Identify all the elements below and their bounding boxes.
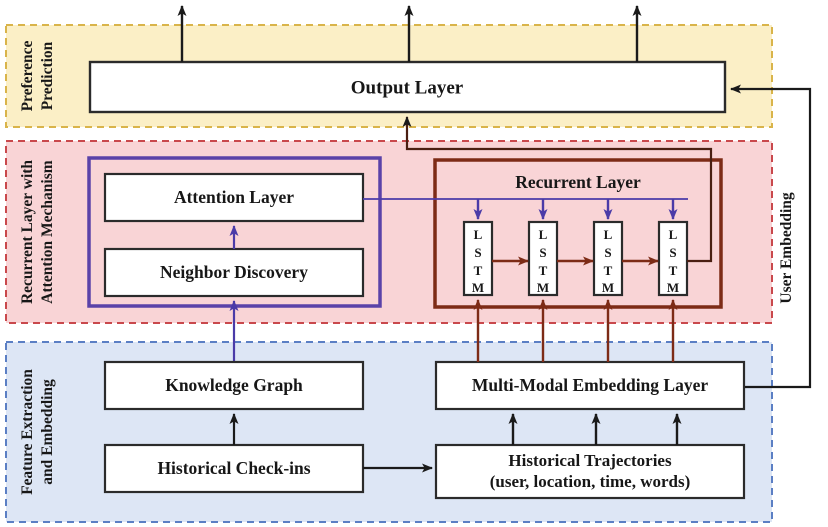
- attention-layer-box: Attention Layer: [103, 172, 365, 223]
- lstm-4-letter-l: L: [669, 227, 678, 242]
- lstm-4-letter-t: T: [669, 263, 678, 278]
- user-embedding-label: User Embedding: [778, 192, 795, 303]
- multi-modal-embedding-box: Multi-Modal Embedding Layer: [434, 360, 746, 411]
- neighbor-discovery-box: Neighbor Discovery: [103, 247, 365, 298]
- lstm-1-letter-m: M: [472, 280, 484, 295]
- lstm-2-letter-m: M: [537, 280, 549, 295]
- embedding-to-lstm-arrows: [473, 299, 678, 362]
- knowledge-graph-box: Knowledge Graph: [103, 360, 365, 411]
- section-label-recurrent-line1: Recurrent Layer with: [19, 160, 36, 304]
- lstm-1-letter-l: L: [474, 227, 483, 242]
- historical-checkins-box: Historical Check-ins: [103, 443, 365, 494]
- output-arrows-up: [177, 5, 642, 62]
- section-label-recurrent-line2: Attention Mechanism: [39, 160, 56, 303]
- recurrent-to-output-arrow: [402, 116, 713, 160]
- attention-layer-label: Attention Layer: [174, 187, 294, 207]
- lstm-output-route: [687, 160, 713, 263]
- output-layer-label: Output Layer: [351, 77, 464, 98]
- output-layer-box: Output Layer: [88, 60, 727, 114]
- lstm-4-letter-m: M: [667, 280, 679, 295]
- lstm-4-letter-s: S: [669, 245, 676, 260]
- historical-trajectories-label-line1: Historical Trajectories: [508, 451, 672, 470]
- lstm-3-letter-s: S: [604, 245, 611, 260]
- user-embedding-feedback-path: User Embedding: [730, 84, 812, 389]
- lstm-2-letter-t: T: [539, 263, 548, 278]
- lstm-2-letter-l: L: [539, 227, 548, 242]
- historical-checkins-label: Historical Check-ins: [157, 458, 310, 478]
- knowledge-graph-label: Knowledge Graph: [165, 375, 303, 395]
- section-label-feature-line1: Feature Extraction: [19, 369, 36, 495]
- attention-to-lstm-bus: [363, 198, 688, 220]
- section-recurrent-attention: Recurrent Layer with Attention Mechanism: [5, 140, 773, 324]
- recurrent-group-outline: [433, 158, 723, 309]
- section-label-preference-line2: Prediction: [39, 41, 56, 110]
- multi-modal-embedding-label: Multi-Modal Embedding Layer: [472, 375, 708, 395]
- lstm-1-letter-t: T: [474, 263, 483, 278]
- lstm-3-letter-l: L: [604, 227, 613, 242]
- trajectories-to-embedding-arrows: [508, 413, 682, 445]
- lstm-1-letter-s: S: [474, 245, 481, 260]
- lstm-3-letter-t: T: [604, 263, 613, 278]
- lstm-2-letter-s: S: [539, 245, 546, 260]
- lstm-cell-3: L S T M: [592, 220, 624, 297]
- recurrent-layer-label: Recurrent Layer: [515, 172, 641, 192]
- section-label-preference-line1: Preference: [19, 40, 36, 111]
- lstm-cell-4: L S T M: [657, 220, 689, 297]
- lstm-3-letter-m: M: [602, 280, 614, 295]
- lstm-cell-1: L S T M: [462, 220, 494, 297]
- lstm-cell-2: L S T M: [527, 220, 559, 297]
- historical-trajectories-box: Historical Trajectories (user, location,…: [434, 443, 746, 500]
- neighbor-discovery-label: Neighbor Discovery: [160, 262, 308, 282]
- historical-trajectories-label-line2: (user, location, time, words): [490, 472, 691, 491]
- section-label-feature-line2: and Embedding: [39, 379, 56, 485]
